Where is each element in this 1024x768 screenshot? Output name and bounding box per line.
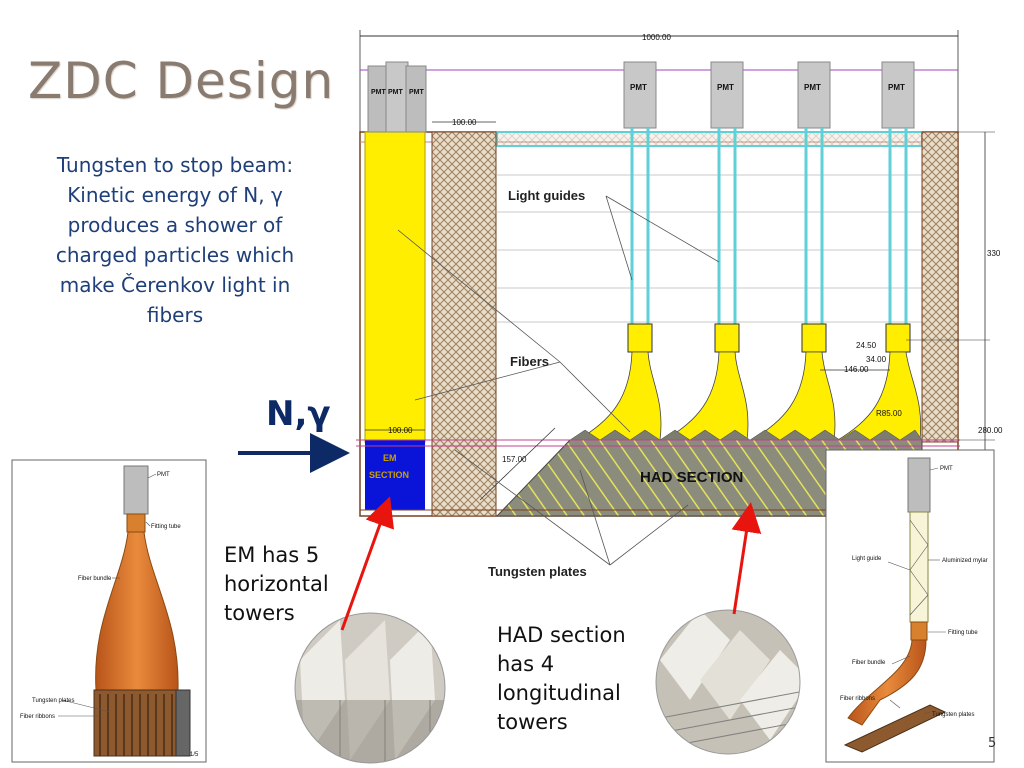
had-section-label: HAD SECTION <box>640 469 743 486</box>
left-tungsten-plates-label: Tungsten plates <box>32 698 74 704</box>
dim-a: 24.50 <box>856 341 877 350</box>
dim-height-upper: 330 <box>987 249 1001 258</box>
left-page-label: 1/5 <box>190 752 199 758</box>
page-number: 5 <box>988 736 997 751</box>
left-fitting-tube-label: Fitting tube <box>151 524 181 530</box>
pmt-label-em-3: PMT <box>409 89 425 96</box>
had-caption-line: has 4 <box>497 652 555 676</box>
right-tungsten-plates-label: Tungsten plates <box>932 712 974 718</box>
beam-label: N,γ <box>266 394 331 434</box>
right-fiber-bundle-label: Fiber bundle <box>852 660 886 666</box>
slide-description: Tungsten to stop beam: Kinetic energy of… <box>55 153 295 327</box>
em-pmt-2 <box>385 61 409 133</box>
fibers-label: Fibers <box>510 354 549 369</box>
had-photo <box>655 609 801 755</box>
em-caption-line: horizontal <box>224 572 329 596</box>
em-section-label-1: EM <box>383 453 397 463</box>
right-fitting-tube-label: Fitting tube <box>948 630 978 636</box>
em-caption-line: towers <box>224 601 295 625</box>
pmt-label-had-1: PMT <box>630 83 647 92</box>
em-caption: EM has 5 horizontal towers <box>224 541 329 628</box>
right-fiber-ribbons-label: Fiber ribbons <box>840 696 875 702</box>
had-caption-line: HAD section <box>497 623 626 647</box>
had-caption: HAD section has 4 longitudinal towers <box>497 621 626 737</box>
pmt-label-em-2: PMT <box>388 89 404 96</box>
dim-width: 1000.00 <box>642 33 671 42</box>
light-guides-label: Light guides <box>508 188 585 203</box>
had-pointer-arrow <box>731 502 762 615</box>
right-aluminized-mylar-label: Aluminized mylar <box>942 558 988 564</box>
dim-angle: 157.00 <box>502 455 527 464</box>
pmt-label-em-1: PMT <box>371 89 387 96</box>
dim-height-lower: 280.00 <box>978 426 1003 435</box>
dim-em-width: 100.00 <box>388 426 413 435</box>
right-pmt-label: PMT <box>940 466 953 472</box>
left-fiber-bundle-label: Fiber bundle <box>78 576 112 582</box>
slide-title: ZDC Design <box>28 52 335 110</box>
had-caption-line: longitudinal <box>497 681 621 705</box>
right-inset-figure <box>825 449 995 763</box>
pmt-label-had-3: PMT <box>804 83 821 92</box>
pmt-label-had-2: PMT <box>717 83 734 92</box>
em-photo <box>294 612 446 764</box>
dim-r: R85.00 <box>876 409 902 418</box>
left-inset-figure <box>11 459 207 763</box>
right-light-guide-label: Light guide <box>852 556 882 562</box>
had-caption-line: towers <box>497 710 568 734</box>
left-pmt-label: PMT <box>157 472 170 478</box>
em-caption-line: EM has 5 <box>224 543 320 567</box>
zdc-drawing <box>356 30 995 566</box>
em-pmt-1 <box>367 65 389 133</box>
em-pmt-3 <box>405 65 427 133</box>
dim-c: 146.00 <box>844 365 869 374</box>
em-pointer-arrow <box>340 496 394 631</box>
left-fiber-ribbons-label: Fiber ribbons <box>20 714 55 720</box>
dim-b: 34.00 <box>866 355 887 364</box>
pmt-label-had-4: PMT <box>888 83 905 92</box>
tungsten-plates-label: Tungsten plates <box>488 564 587 579</box>
had-towers <box>576 61 922 441</box>
dim-em-gap: 100.00 <box>452 118 477 127</box>
em-section-label-2: SECTION <box>369 470 409 480</box>
